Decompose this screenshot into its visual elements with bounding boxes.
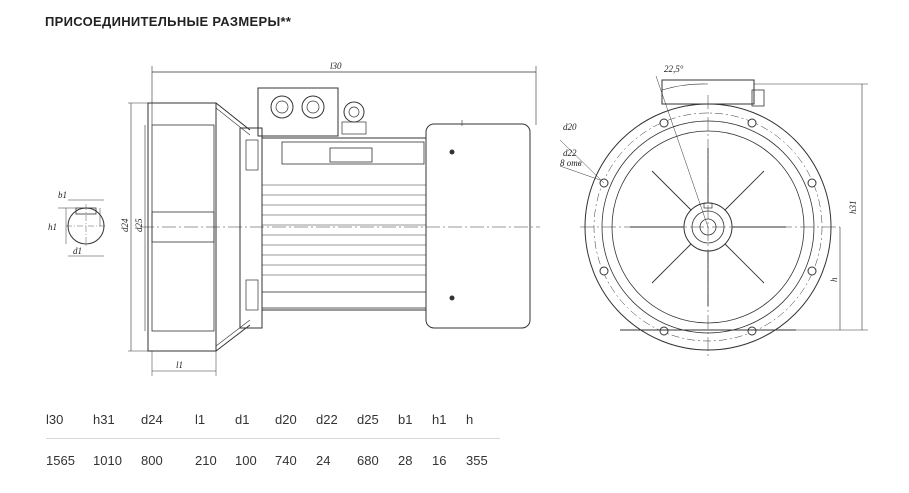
col-header-d1: d1 (235, 412, 275, 439)
cell-d25: 680 (357, 453, 379, 468)
col-header-d25: d25 (357, 412, 398, 439)
col-header-h31: h31 (93, 412, 141, 439)
motor-drawing: l30 d24 d25 b1 h1 d1 l1 22,5° d20 d22 8 … (48, 61, 868, 376)
page-title: ПРИСОЕДИНИТЕЛЬНЫЕ РАЗМЕРЫ** (45, 14, 292, 29)
label-angle: 22,5° (664, 64, 684, 74)
cell-b1: 28 (398, 453, 413, 468)
label-d20: d20 (563, 122, 577, 132)
label-d24: d24 (120, 218, 130, 232)
label-l30: l30 (330, 61, 342, 71)
cell-h: 355 (466, 453, 488, 468)
col-header-h1: h1 (432, 412, 466, 439)
col-header-b1: b1 (398, 412, 432, 439)
label-l1: l1 (176, 360, 183, 370)
cell-l30: 1565 (46, 453, 75, 468)
cell-d22: 24 (316, 453, 331, 468)
label-b1: b1 (58, 190, 67, 200)
cell-d24: 800 (141, 453, 163, 468)
cell-d20: 740 (275, 453, 297, 468)
col-header-d20: d20 (275, 412, 316, 439)
cell-d1: 100 (235, 453, 257, 468)
dimensions-table: l30 h31 d24 l1 d1 d20 d22 d25 b1 h1 h 15… (46, 412, 500, 468)
table-row: 1565 1010 800 210 100 740 24 680 28 16 3… (46, 439, 500, 468)
label-h1: h1 (48, 222, 57, 232)
label-d25: d25 (134, 218, 144, 232)
cell-h31: 1010 (93, 453, 122, 468)
col-header-h: h (466, 412, 500, 439)
col-header-d22: d22 (316, 412, 357, 439)
cell-l1: 210 (195, 453, 217, 468)
label-h: h (829, 277, 839, 282)
label-h31: h31 (848, 201, 858, 215)
label-holes: 8 отв (560, 158, 582, 168)
col-header-l1: l1 (195, 412, 235, 439)
label-d1: d1 (73, 246, 82, 256)
table-header-row: l30 h31 d24 l1 d1 d20 d22 d25 b1 h1 h (46, 412, 500, 439)
col-header-l30: l30 (46, 412, 93, 439)
label-d22: d22 (563, 148, 577, 158)
cell-h1: 16 (432, 453, 447, 468)
col-header-d24: d24 (141, 412, 195, 439)
